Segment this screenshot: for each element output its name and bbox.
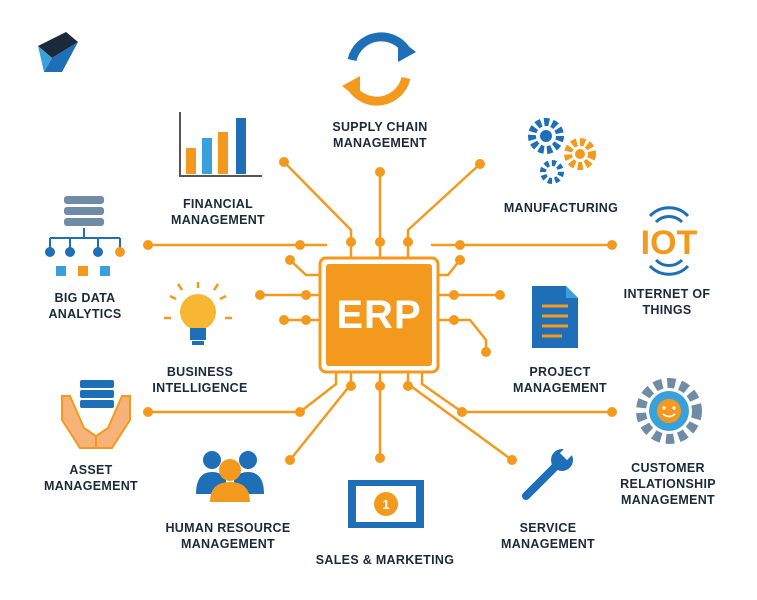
label-iot-line1: INTERNET OF bbox=[623, 287, 711, 301]
label-iot-line2: THINGS bbox=[642, 303, 692, 317]
wrench-icon bbox=[522, 445, 575, 500]
label-crm-line2: RELATIONSHIP bbox=[620, 477, 716, 491]
label-project-line1: PROJECT bbox=[529, 365, 591, 379]
iot-icon-text: IOT bbox=[641, 224, 698, 262]
erp-chip bbox=[318, 256, 440, 374]
connector-dots bbox=[143, 157, 617, 465]
label-project-line2: MANAGEMENT bbox=[513, 381, 607, 395]
iot-icon: IOT bbox=[641, 206, 698, 276]
label-service: SERVICE MANAGEMENT bbox=[488, 520, 608, 552]
document-icon bbox=[532, 286, 578, 348]
label-sales-line1: SALES & MARKETING bbox=[315, 553, 455, 567]
label-asset-line2: MANAGEMENT bbox=[44, 479, 138, 493]
label-bi-line2: INTELLIGENCE bbox=[152, 381, 248, 395]
lightbulb-icon bbox=[164, 282, 232, 345]
label-bi-line1: BUSINESS bbox=[166, 365, 234, 379]
label-supply-chain: SUPPLY CHAIN MANAGEMENT bbox=[320, 119, 440, 151]
label-bi: BUSINESS INTELLIGENCE bbox=[140, 364, 260, 396]
gears-icon bbox=[528, 118, 596, 184]
label-supply-chain-line2: MANAGEMENT bbox=[333, 136, 427, 150]
label-crm-line1: CUSTOMER bbox=[631, 461, 705, 475]
label-crm: CUSTOMER RELATIONSHIP MANAGEMENT bbox=[604, 460, 732, 508]
label-manufacturing-line1: MANUFACTURING bbox=[503, 201, 619, 215]
brand-logo-icon bbox=[38, 32, 78, 72]
label-big-data-line1: BIG DATA bbox=[54, 291, 116, 305]
people-icon bbox=[196, 451, 264, 502]
label-project: PROJECT MANAGEMENT bbox=[500, 364, 620, 396]
label-hr-line2: MANAGEMENT bbox=[181, 537, 275, 551]
label-big-data-line2: ANALYTICS bbox=[48, 307, 122, 321]
hands-server-icon bbox=[61, 380, 131, 449]
label-hr-line1: HUMAN RESOURCE bbox=[165, 521, 291, 535]
label-hr: HUMAN RESOURCE MANAGEMENT bbox=[160, 520, 296, 552]
banknote-icon-text: 1 bbox=[382, 497, 389, 512]
label-financial: FINANCIAL MANAGEMENT bbox=[158, 196, 278, 228]
label-service-line1: SERVICE bbox=[519, 521, 577, 535]
smiley-gear-icon bbox=[636, 378, 702, 444]
bar-chart-icon bbox=[179, 112, 262, 177]
label-financial-line2: MANAGEMENT bbox=[171, 213, 265, 227]
database-tree-icon bbox=[45, 196, 125, 276]
label-big-data: BIG DATA ANALYTICS bbox=[30, 290, 140, 322]
label-service-line2: MANAGEMENT bbox=[501, 537, 595, 551]
banknote-icon: 1 bbox=[348, 480, 424, 528]
label-iot: INTERNET OF THINGS bbox=[612, 286, 722, 318]
label-supply-chain-line1: SUPPLY CHAIN bbox=[332, 120, 428, 134]
erp-label: ERP bbox=[336, 292, 422, 337]
label-crm-line3: MANAGEMENT bbox=[621, 493, 715, 507]
label-manufacturing: MANUFACTURING bbox=[496, 200, 626, 216]
label-sales: SALES & MARKETING bbox=[310, 552, 460, 568]
refresh-arrows-icon bbox=[342, 32, 416, 106]
label-asset-line1: ASSET bbox=[69, 463, 113, 477]
label-financial-line1: FINANCIAL bbox=[182, 197, 254, 211]
label-asset: ASSET MANAGEMENT bbox=[36, 462, 146, 494]
